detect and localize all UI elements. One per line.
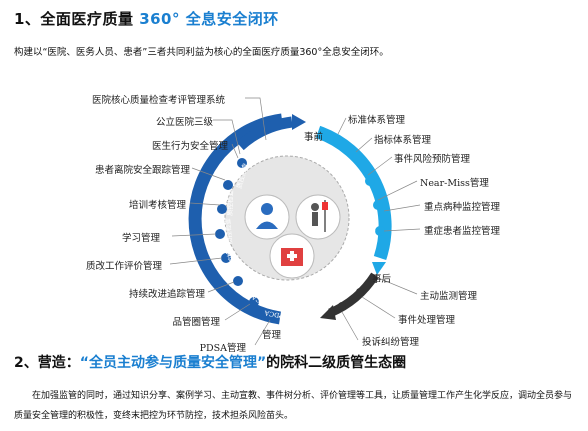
dot: [373, 200, 383, 210]
left-label: 培训考核管理: [129, 199, 187, 211]
left-label: 医院核心质量检查考评管理系统: [92, 94, 226, 106]
right-label: 指标体系管理: [374, 134, 432, 146]
dot: [223, 180, 233, 190]
left-label: 学习管理: [122, 232, 161, 244]
right-arrowhead: [372, 262, 386, 275]
left-label: 质改工作评价管理: [86, 260, 163, 272]
hospital-icon: [281, 248, 303, 266]
right-label: Near-Miss管理: [420, 177, 489, 189]
closed-loop-diagram: 事前 事后 管理 医院核心质量检查考评管理系统 公立医院三级 医生行为安全管理 …: [86, 94, 501, 354]
segment-label: PDCA: [278, 314, 298, 322]
dot: [217, 204, 227, 214]
arc-label-pre: 事前: [304, 131, 323, 143]
dot: [365, 176, 375, 186]
segment-label: PDCA: [264, 309, 285, 320]
segment-label: 质控检查: [223, 217, 234, 244]
segment-label: 质控检查: [225, 189, 235, 216]
dot: [249, 297, 259, 307]
dot: [356, 288, 364, 296]
dot: [267, 311, 277, 321]
segment-label: 监测预警: [366, 232, 376, 259]
section2-heading: 2、营造：“全员主动参与质量安全管理”的院科二级质管生态圈: [14, 352, 406, 372]
top-arc: [236, 116, 293, 151]
right-label: 事件处理管理: [398, 314, 456, 326]
section2-heading-accent: “全员主动参与质量安全管理”: [79, 355, 267, 371]
dot: [215, 229, 225, 239]
top-arrowhead: [292, 114, 306, 130]
doctor-icon: [256, 203, 278, 229]
bottom-arc-dots: [338, 288, 364, 310]
dot: [221, 253, 231, 263]
dot: [237, 158, 247, 168]
section1-description: 构建以“医院、医务人员、患者”三者共同利益为核心的全面医疗质量360°全息安全闭…: [14, 47, 389, 58]
section2-heading-prefix: 2、营造：: [14, 355, 80, 371]
section1-heading-prefix: 1、全面医疗质量: [14, 10, 134, 28]
bottom-arc: [328, 272, 379, 318]
left-label: 公立医院三级: [156, 116, 214, 128]
right-label: 重点病种监控管理: [424, 201, 501, 213]
section2-heading-suffix: 的院科二级质管生态圈: [266, 355, 407, 371]
left-label: 品管圈管理: [172, 316, 220, 328]
dot: [352, 153, 362, 163]
icon-circle-doctor: [244, 194, 290, 240]
arc-label-post: 事后: [372, 273, 392, 285]
right-label: 主动监测管理: [420, 290, 478, 302]
bottom-arrowhead: [320, 305, 336, 320]
patient-iv-icon: [311, 200, 328, 232]
left-leader-lines: [169, 97, 271, 346]
right-label: 重症患者监控管理: [424, 225, 501, 237]
right-arc-dots: [333, 135, 385, 236]
left-arc-dots: [215, 158, 277, 321]
section1-heading: 1、全面医疗质量 360° 全息安全闭环: [14, 8, 279, 29]
left-arc: [188, 113, 283, 325]
right-label: 投诉纠纷管理: [362, 336, 420, 348]
right-label: 标准体系管理: [348, 114, 406, 126]
dot: [375, 226, 385, 236]
section2-description: 在加强监管的同时，通过知识分享、案例学习、主动宣教、事件树分析、评价管理等工具，…: [14, 391, 573, 421]
segment-label: PDCA: [240, 277, 259, 296]
arc-label-manage: 管理: [262, 329, 282, 341]
left-label: 医生行为安全管理: [152, 140, 229, 152]
segment-label: 监测预警: [364, 207, 377, 235]
right-label: 事件风险预防管理: [394, 153, 471, 165]
dot: [338, 302, 346, 310]
dot: [233, 276, 243, 286]
section1-heading-accent: 360° 全息安全闭环: [139, 10, 279, 28]
right-leader-lines: [337, 117, 421, 341]
dot: [333, 135, 343, 145]
left-label: 持续改进追踪管理: [129, 288, 206, 300]
left-label: PDSA管理: [200, 342, 247, 354]
left-label: 患者离院安全跟踪管理: [95, 164, 191, 176]
